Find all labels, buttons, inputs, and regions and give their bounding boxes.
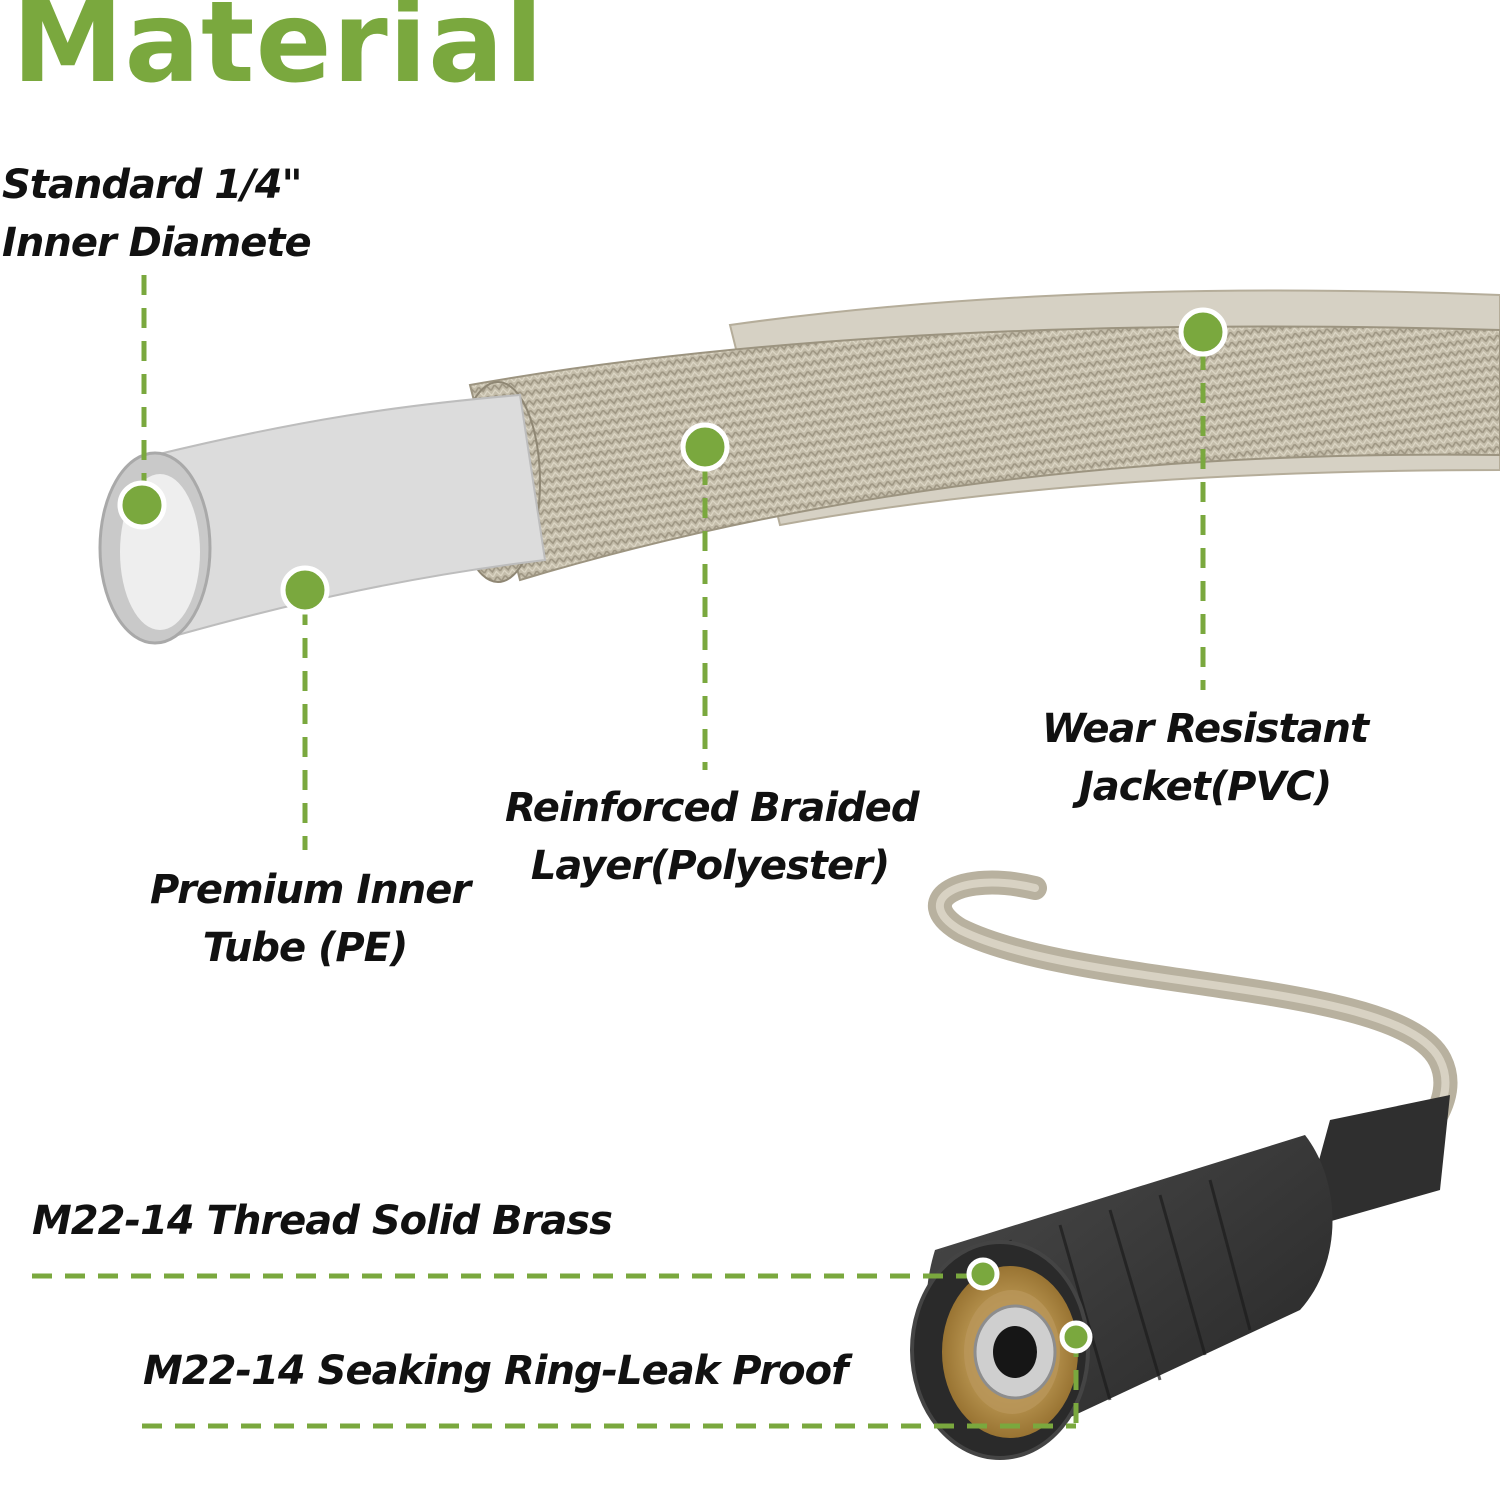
label-inner-tube: Premium Inner Tube (PE)	[150, 867, 471, 971]
pe-tube-shape	[153, 393, 547, 642]
label-jacket: Wear Resistant Jacket(PVC)	[1041, 706, 1369, 810]
callout-dot	[966, 1257, 1000, 1291]
label-braided-layer: Reinforced Braided Layer(Polyester)	[505, 785, 919, 889]
callout-dot	[1178, 307, 1228, 357]
callout-dot	[280, 565, 330, 615]
callout-dot	[1059, 1320, 1093, 1354]
page-title: Material	[12, 0, 545, 108]
label-seal-ring: M22-14 Seaking Ring-Leak Proof	[143, 1348, 848, 1394]
label-thread: M22-14 Thread Solid Brass	[32, 1198, 613, 1244]
label-inner-diameter: Standard 1/4" Inner Diamete	[2, 162, 312, 266]
strain-relief	[1300, 1095, 1450, 1230]
callout-dot	[680, 422, 730, 472]
braided-layer-shape	[468, 325, 1500, 582]
callout-dot	[117, 480, 167, 530]
